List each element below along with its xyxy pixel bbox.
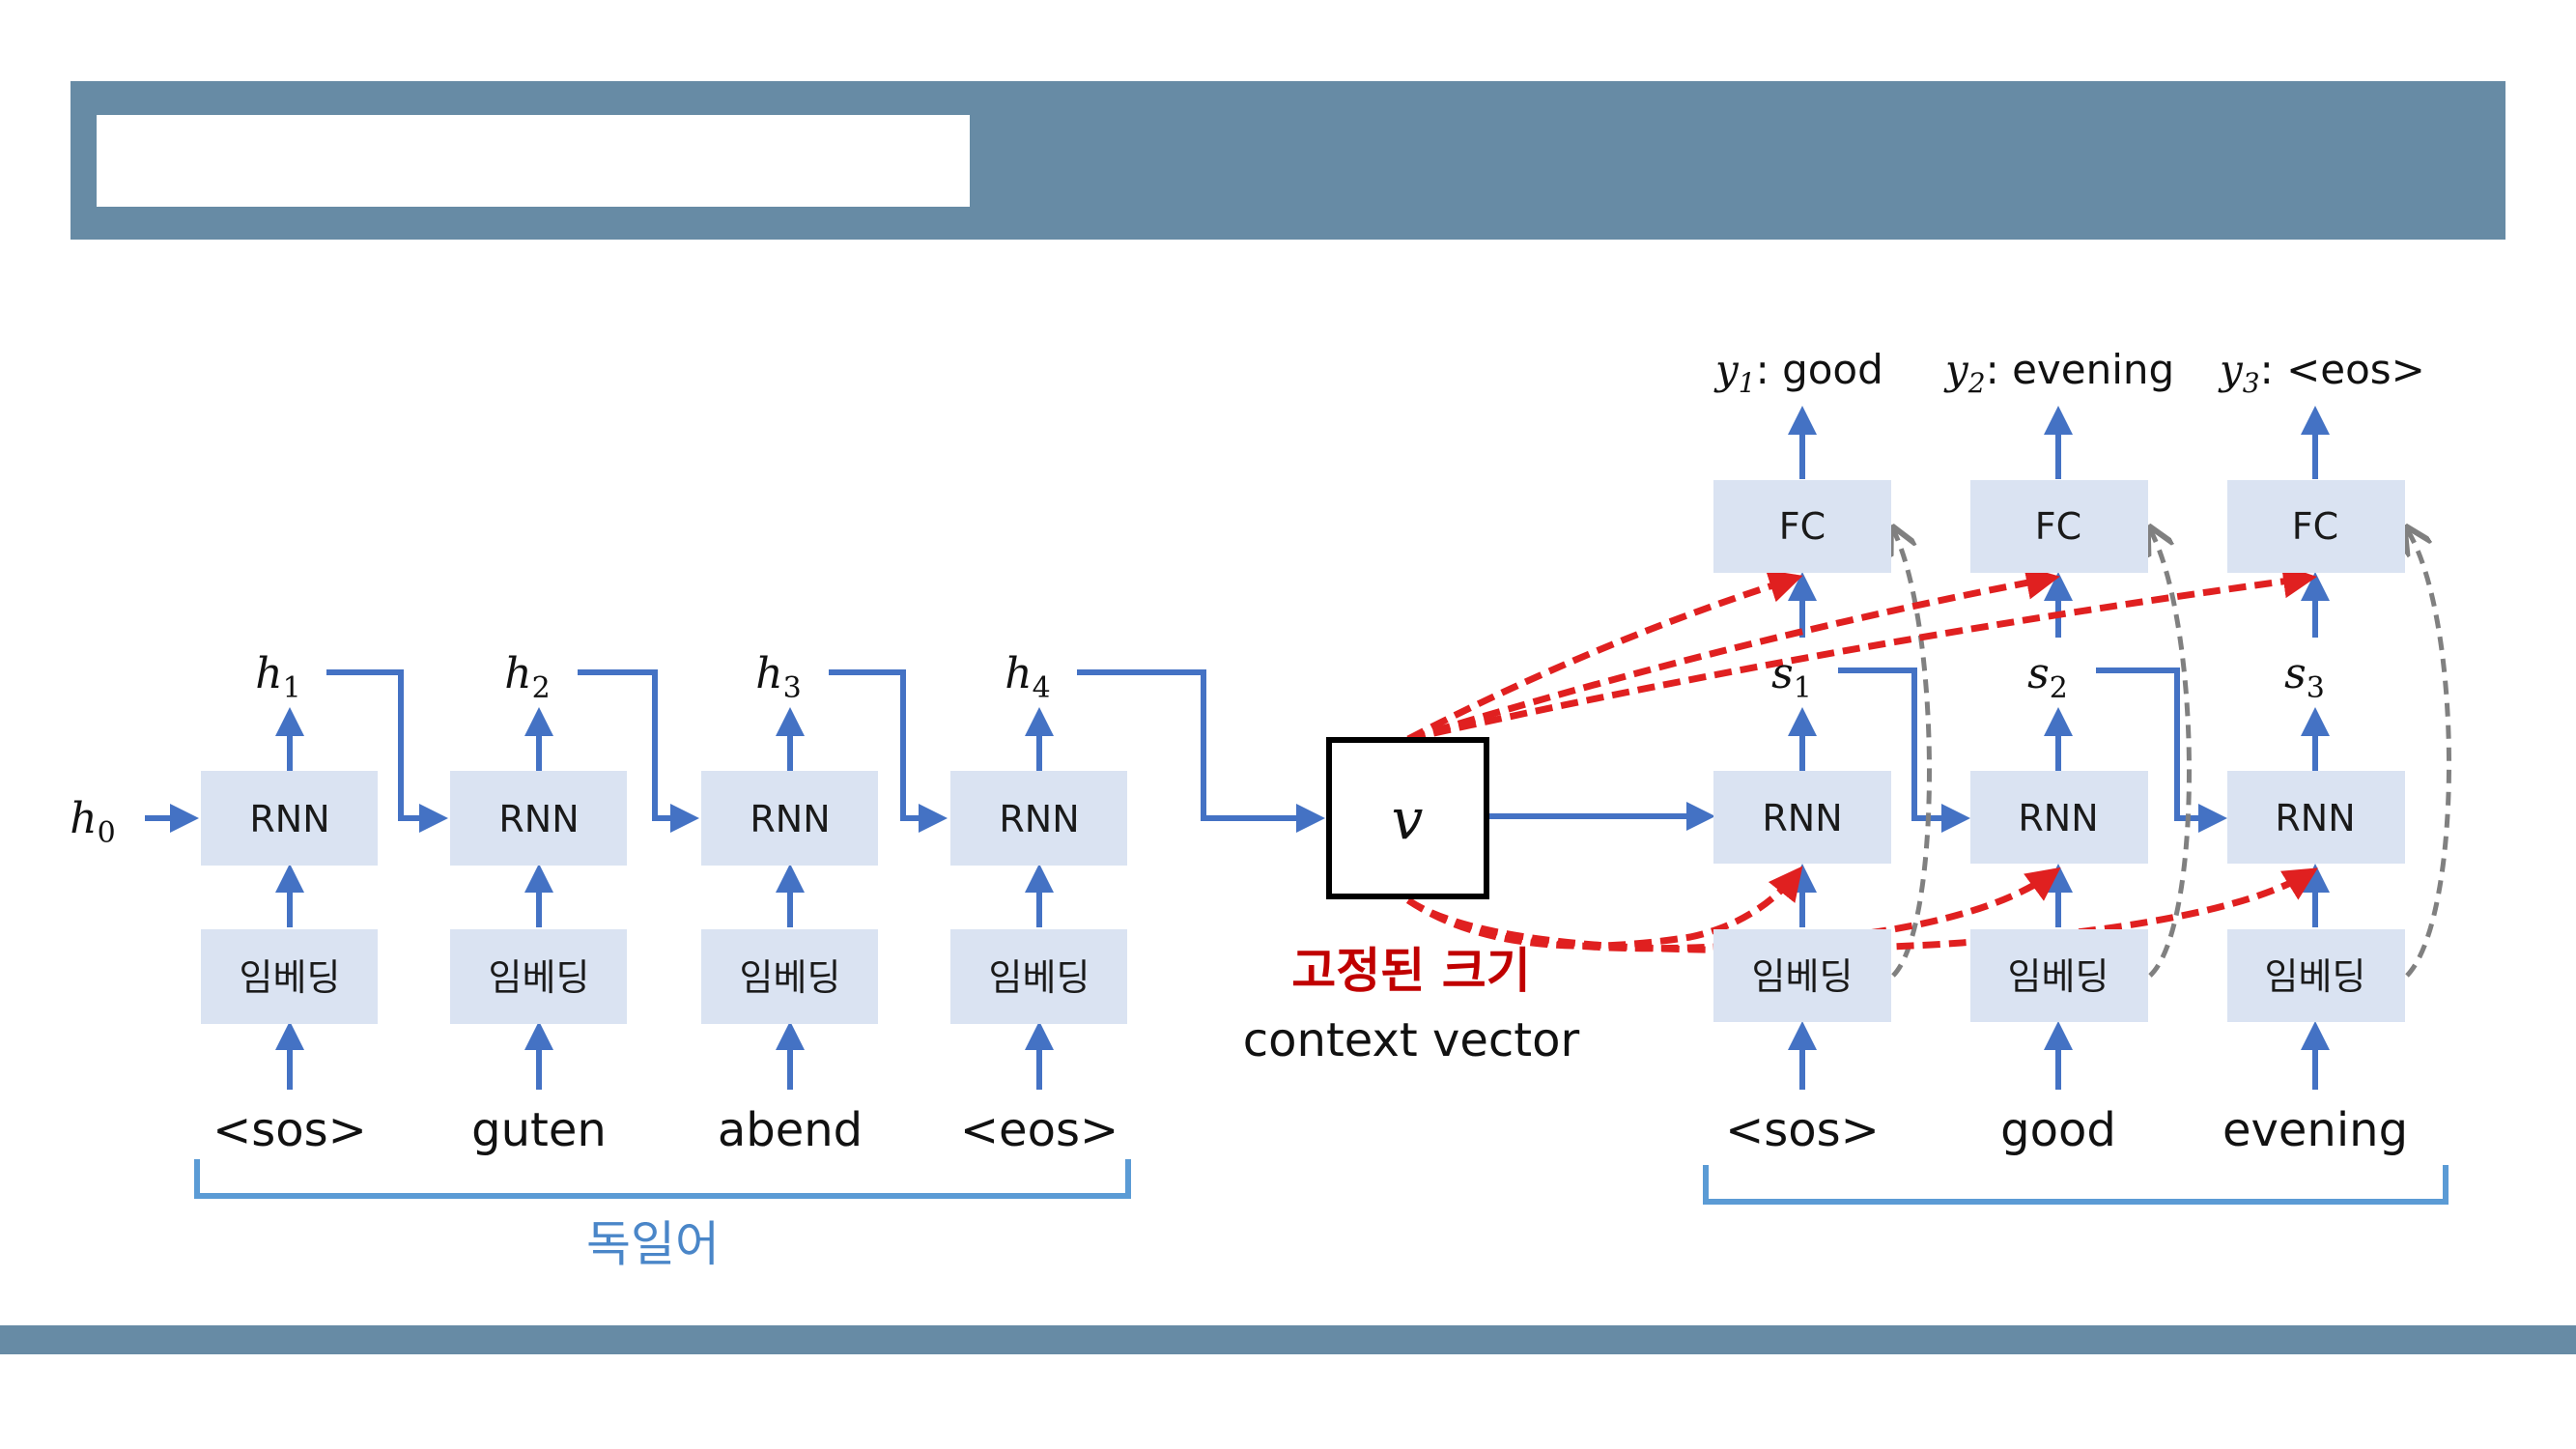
decoder-fc-block-1 bbox=[1713, 480, 1891, 573]
encoder-embed-block-3 bbox=[701, 929, 878, 1024]
title-box bbox=[97, 115, 970, 207]
decoder-hidden-state-1: s1 bbox=[1771, 649, 1812, 705]
decoder-fc-label: FC bbox=[2292, 505, 2338, 548]
encoder-embed-label: 임베딩 bbox=[740, 956, 841, 999]
encoder-input-token: <sos> bbox=[212, 1103, 367, 1157]
s1-transfer-arrow bbox=[1838, 668, 1970, 833]
encoder: RNN RNN RNN RNN 임베딩 임베딩 임베딩 임베딩 <sos> gu… bbox=[70, 649, 1131, 1272]
decoder-fc-label: FC bbox=[1779, 505, 1826, 548]
decoder-embed-label: 임베딩 bbox=[1752, 955, 1854, 998]
decoder-output-2: y2: evening bbox=[1943, 346, 2174, 399]
decoder-hidden-state-2: s2 bbox=[2027, 649, 2068, 705]
encoder-hidden-state-2: h2 bbox=[504, 649, 550, 705]
context-vector-symbol: v bbox=[1392, 786, 1424, 852]
decoder-embed-block-3 bbox=[2227, 929, 2405, 1022]
encoder-input-token: abend bbox=[718, 1103, 863, 1157]
encoder-input-token: <eos> bbox=[960, 1103, 1118, 1157]
encoder-rnn-label: RNN bbox=[999, 798, 1079, 840]
decoder-rnn-block-2 bbox=[1970, 771, 2148, 864]
context-vector: v 고정된 크기 context vector bbox=[1243, 737, 1580, 1067]
encoder-rnn-block-1 bbox=[201, 771, 378, 866]
h3-transfer-arrow bbox=[829, 669, 948, 833]
decoder-rnn-block-3 bbox=[2227, 771, 2405, 864]
source-language-label: 독일어 bbox=[586, 1216, 720, 1272]
encoder-arrows bbox=[145, 669, 1325, 1090]
encoder-rnn-label: RNN bbox=[750, 798, 830, 840]
encoder-embed-block-1 bbox=[201, 929, 378, 1024]
context-to-embed-arrow-3 bbox=[1406, 867, 2318, 953]
encoder-rnn-block-2 bbox=[450, 771, 627, 866]
encoder-embed-label: 임베딩 bbox=[989, 956, 1090, 999]
encoder-hidden-state-4: h4 bbox=[1005, 649, 1050, 705]
decoder-rnn-label: RNN bbox=[2018, 797, 2098, 839]
context-to-fc-arrow-3 bbox=[1407, 564, 2317, 743]
decoder-output-1: y1: good bbox=[1713, 346, 1883, 399]
footer-bar bbox=[0, 1325, 2576, 1354]
decoder-rnn-label: RNN bbox=[1762, 797, 1842, 839]
decoder-embed-label: 임베딩 bbox=[2265, 955, 2366, 998]
encoder-embed-label: 임베딩 bbox=[240, 956, 341, 999]
encoder-hidden-state-1: h1 bbox=[255, 649, 300, 705]
h1-transfer-arrow bbox=[326, 669, 448, 833]
encoder-embed-block-4 bbox=[950, 929, 1127, 1024]
decoder-input-token: <sos> bbox=[1725, 1103, 1880, 1157]
decoder-input-token: good bbox=[2000, 1103, 2116, 1157]
encoder-input-token: guten bbox=[471, 1103, 607, 1157]
fixed-size-label: 고정된 크기 bbox=[1291, 943, 1530, 999]
initial-hidden-state: h0 bbox=[70, 794, 115, 850]
h2-transfer-arrow bbox=[578, 669, 699, 833]
context-to-fc-arrow-1 bbox=[1406, 569, 1803, 743]
decoder-bracket bbox=[1703, 1165, 2449, 1205]
decoder-embed-label: 임베딩 bbox=[2008, 955, 2109, 998]
decoder-fc-label: FC bbox=[2035, 505, 2081, 548]
decoder-fc-block-3 bbox=[2227, 480, 2405, 573]
teacher-forcing-arrow-1 bbox=[1893, 529, 1932, 978]
encoder-rnn-label: RNN bbox=[249, 798, 329, 840]
decoder-rnn-label: RNN bbox=[2275, 797, 2355, 839]
decoder-fc-block-2 bbox=[1970, 480, 2148, 573]
decoder-rnn-block-1 bbox=[1713, 771, 1891, 864]
encoder-embed-label: 임베딩 bbox=[489, 956, 590, 999]
h4-to-context-arrow bbox=[1077, 669, 1325, 833]
s2-transfer-arrow bbox=[2096, 668, 2227, 833]
context-to-fc-arrow-2 bbox=[1406, 566, 2060, 743]
decoder-hidden-state-3: s3 bbox=[2284, 649, 2325, 705]
encoder-embed-block-2 bbox=[450, 929, 627, 1024]
teacher-forcing-arrow-3 bbox=[2407, 529, 2451, 978]
encoder-rnn-label: RNN bbox=[498, 798, 579, 840]
decoder-input-token: evening bbox=[2222, 1103, 2408, 1157]
decoder: RNN RNN RNN 임베딩 임베딩 임베딩 FC FC FC <sos> g… bbox=[1703, 346, 2449, 1205]
encoder-bracket bbox=[194, 1159, 1131, 1199]
encoder-hidden-state-3: h3 bbox=[755, 649, 801, 705]
decoder-embed-block-2 bbox=[1970, 929, 2148, 1022]
teacher-forcing-arrows bbox=[1893, 529, 2451, 978]
encoder-rnn-block-3 bbox=[701, 771, 878, 866]
decoder-embed-block-1 bbox=[1713, 929, 1891, 1022]
encoder-rnn-block-4 bbox=[950, 771, 1127, 866]
teacher-forcing-arrow-2 bbox=[2150, 529, 2192, 978]
context-vector-box bbox=[1326, 737, 1489, 899]
decoder-output-3: y3: <eos> bbox=[2218, 346, 2425, 399]
context-vector-caption: context vector bbox=[1243, 1013, 1580, 1067]
